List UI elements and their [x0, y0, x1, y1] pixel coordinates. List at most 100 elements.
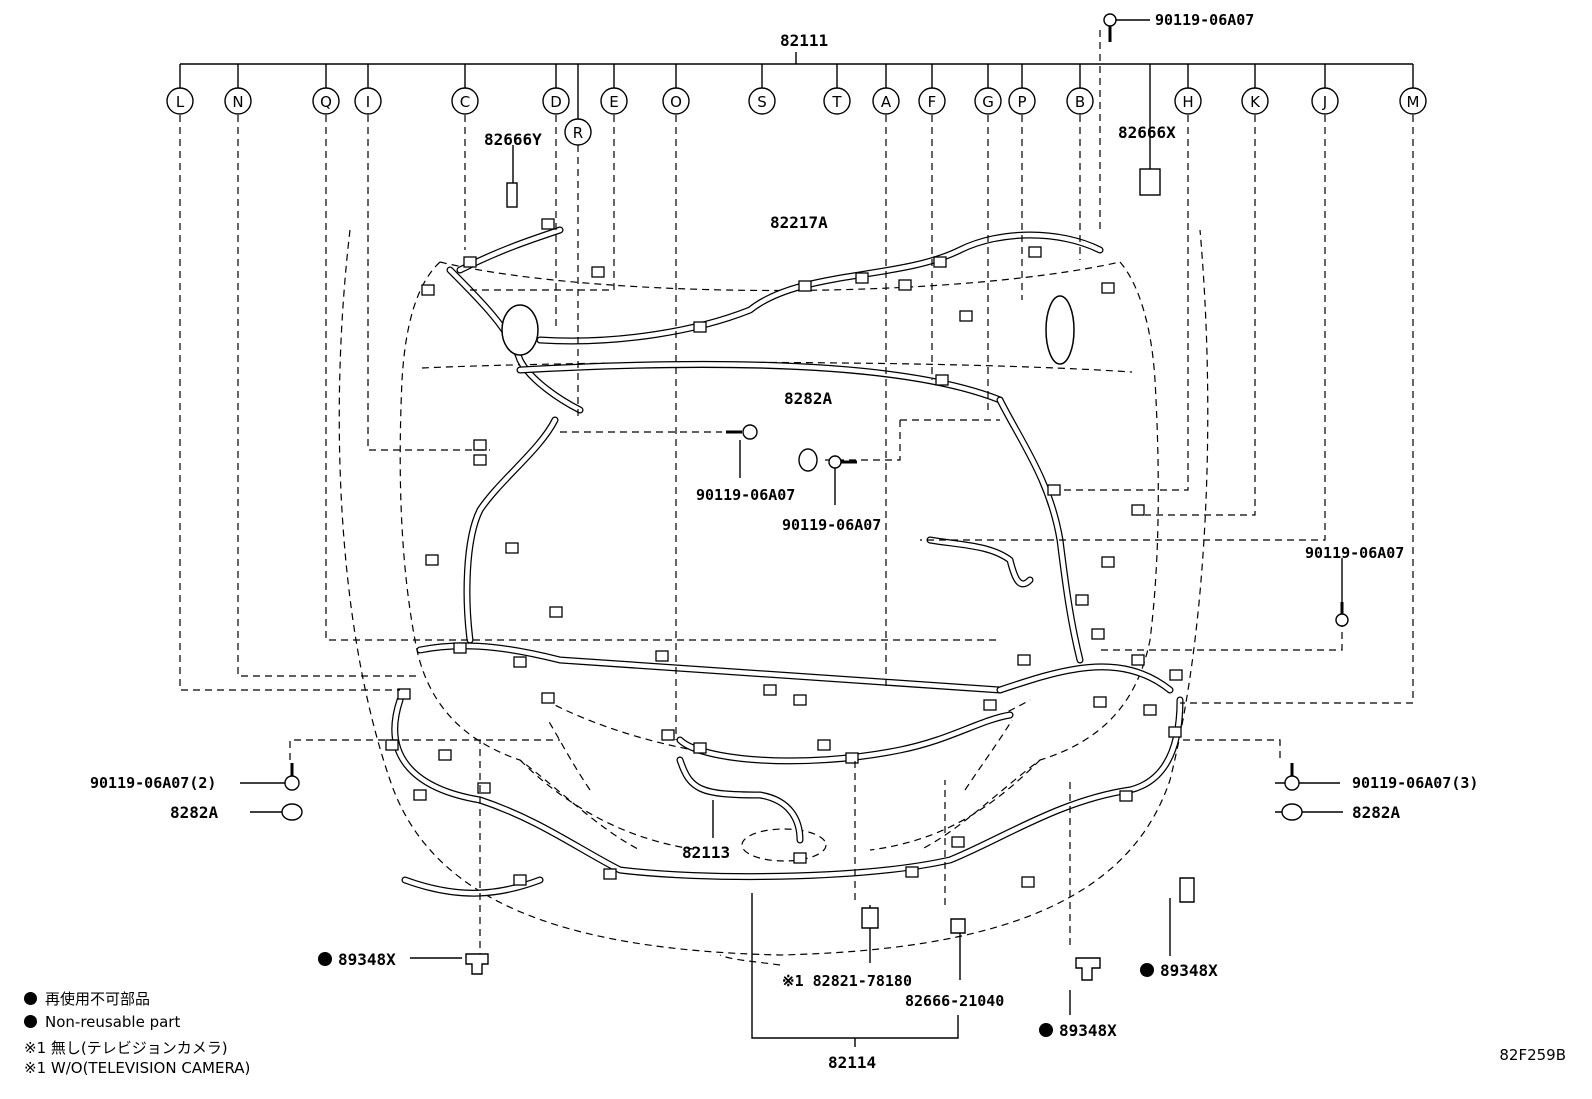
connector-block	[693, 742, 707, 754]
callout-letter: D	[550, 93, 562, 111]
callout-h: H	[1174, 87, 1202, 115]
connector-block	[1168, 726, 1182, 738]
connector-block	[385, 739, 399, 751]
connector-block	[603, 868, 617, 880]
callout-p: P	[1008, 87, 1036, 115]
connector-block	[1169, 669, 1183, 681]
connector-block	[477, 782, 491, 794]
clip-icon	[1075, 957, 1101, 981]
label-82217a: 82217A	[770, 213, 828, 232]
non-reusable-dot-icon	[1140, 963, 1154, 977]
legend-jp-nonreusable: 再使用不可部品	[24, 988, 150, 1009]
illustration-code: 82F259B	[1499, 1046, 1566, 1064]
connector-block	[463, 256, 477, 268]
callout-letter: E	[609, 93, 618, 111]
connector-block	[1131, 504, 1145, 516]
grommet-icon	[798, 448, 818, 472]
connector-block	[817, 739, 831, 751]
callout-leader-lines	[179, 30, 1414, 966]
callout-k: K	[1241, 87, 1269, 115]
callout-letter: S	[757, 93, 767, 111]
connector-block	[693, 321, 707, 333]
connector-block	[1047, 484, 1061, 496]
vehicle-body-outline	[338, 229, 1209, 956]
callout-m: M	[1399, 87, 1427, 115]
clip-icon	[1139, 168, 1161, 196]
connector-block	[1017, 654, 1031, 666]
connector-block	[935, 374, 949, 386]
legend-en-note: ※1 W/O(TELEVISION CAMERA)	[24, 1059, 251, 1077]
clip-icon	[465, 953, 489, 975]
connector-block	[541, 218, 555, 230]
label-89348x-bottom: 89348X	[1059, 1021, 1117, 1040]
bolt-icon	[1335, 602, 1349, 627]
callout-letter: H	[1182, 93, 1193, 111]
callout-q: Q	[312, 87, 340, 115]
connector-block	[513, 656, 527, 668]
connector-block	[898, 279, 912, 291]
callout-a: A	[872, 87, 900, 115]
label-top-bolt: 90119-06A07	[1155, 11, 1254, 29]
main-harness-leader	[179, 52, 1414, 119]
connector-block	[505, 542, 519, 554]
callout-n: N	[224, 87, 252, 115]
callout-letter: N	[232, 93, 243, 111]
connector-block	[513, 874, 527, 886]
callout-g: G	[974, 87, 1002, 115]
non-reusable-dot-icon	[1039, 1023, 1053, 1037]
connector-block	[438, 749, 452, 761]
connector-block	[1101, 556, 1115, 568]
callout-r: R	[564, 118, 592, 146]
callout-t: T	[823, 87, 851, 115]
legend-en-nonreusable: Non-reusable part	[24, 1013, 180, 1031]
connector-blocks	[385, 218, 1183, 888]
bolt-icon	[1103, 13, 1117, 42]
connector-block	[905, 866, 919, 878]
bolt-icon	[1284, 763, 1300, 791]
label-8282a-right: 8282A	[1352, 803, 1401, 822]
connector-block	[1101, 282, 1115, 294]
callout-letter: A	[881, 93, 892, 111]
label-82666y: 82666Y	[484, 130, 542, 149]
legend-en-text: Non-reusable part	[45, 1013, 181, 1031]
bolt-icon	[828, 455, 857, 469]
bolt-icon	[284, 763, 300, 791]
callout-letter: F	[928, 93, 937, 111]
connector-block	[541, 692, 555, 704]
connector-block	[845, 752, 859, 764]
label-8282a-center: 8282A	[784, 389, 833, 408]
label-8282a-left: 8282A	[170, 803, 219, 822]
label-bolt-right-qty: 90119-06A07(3)	[1352, 774, 1478, 792]
label-82111: 82111	[780, 31, 828, 50]
connector-block	[413, 789, 427, 801]
connector-block	[1093, 696, 1107, 708]
clip-icon	[861, 907, 879, 929]
non-reusable-dot-icon	[318, 952, 332, 966]
wire-harness-bundles	[391, 226, 1184, 897]
label-82821-78180: ※1 82821-78180	[782, 972, 912, 990]
callout-letter: P	[1017, 93, 1026, 111]
connector-block	[793, 694, 807, 706]
connector-block	[1143, 704, 1157, 716]
label-89348x-left: 89348X	[338, 950, 396, 969]
callout-d: D	[542, 87, 570, 115]
label-bolt-left-qty: 90119-06A07(2)	[90, 774, 216, 792]
callout-letter: O	[670, 93, 682, 111]
connector-block	[397, 688, 411, 700]
callout-letter: C	[460, 93, 470, 111]
connector-block	[421, 284, 435, 296]
callout-letter: I	[366, 93, 370, 111]
connector-block	[933, 256, 947, 268]
connector-block	[793, 852, 807, 864]
connector-block	[951, 836, 965, 848]
legend-jp-note: ※1 無し(テレビジョンカメラ)	[24, 1039, 228, 1057]
label-82666x: 82666X	[1118, 123, 1176, 142]
connector-block	[1021, 876, 1035, 888]
connector-block	[655, 650, 669, 662]
clip-icon	[506, 182, 518, 208]
part-number-labels: 82111 90119-06A07 82217A 82666Y 82666X 8…	[90, 11, 1478, 1072]
callout-letter: G	[982, 93, 994, 111]
label-89348x-right: 89348X	[1160, 961, 1218, 980]
